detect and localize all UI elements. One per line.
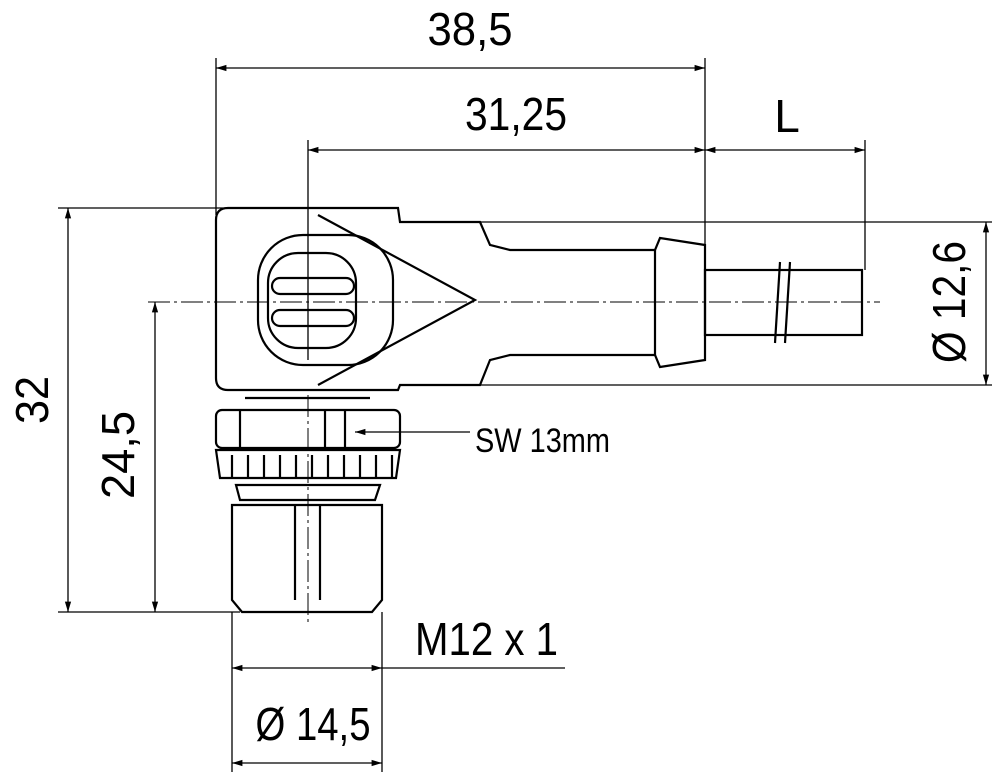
- extension-lines: [58, 58, 992, 772]
- dim-center-to-end: 31,25: [465, 88, 567, 140]
- coupling-nut: [214, 396, 402, 614]
- dim-thread: M12 x 1: [415, 613, 558, 665]
- dim-cable-length: L: [774, 90, 800, 142]
- dim-overall-length: 38,5: [428, 3, 513, 55]
- dim-body-diameter: Ø 12,6: [923, 241, 975, 363]
- dim-overall-height: 32: [6, 376, 58, 424]
- connector-body: [214, 206, 864, 392]
- dim-nut-diameter: Ø 14,5: [256, 698, 371, 750]
- dim-wrench-size: SW 13mm: [475, 422, 610, 460]
- dim-center-height: 24,5: [92, 411, 144, 499]
- dimension-lines: [64, 64, 990, 767]
